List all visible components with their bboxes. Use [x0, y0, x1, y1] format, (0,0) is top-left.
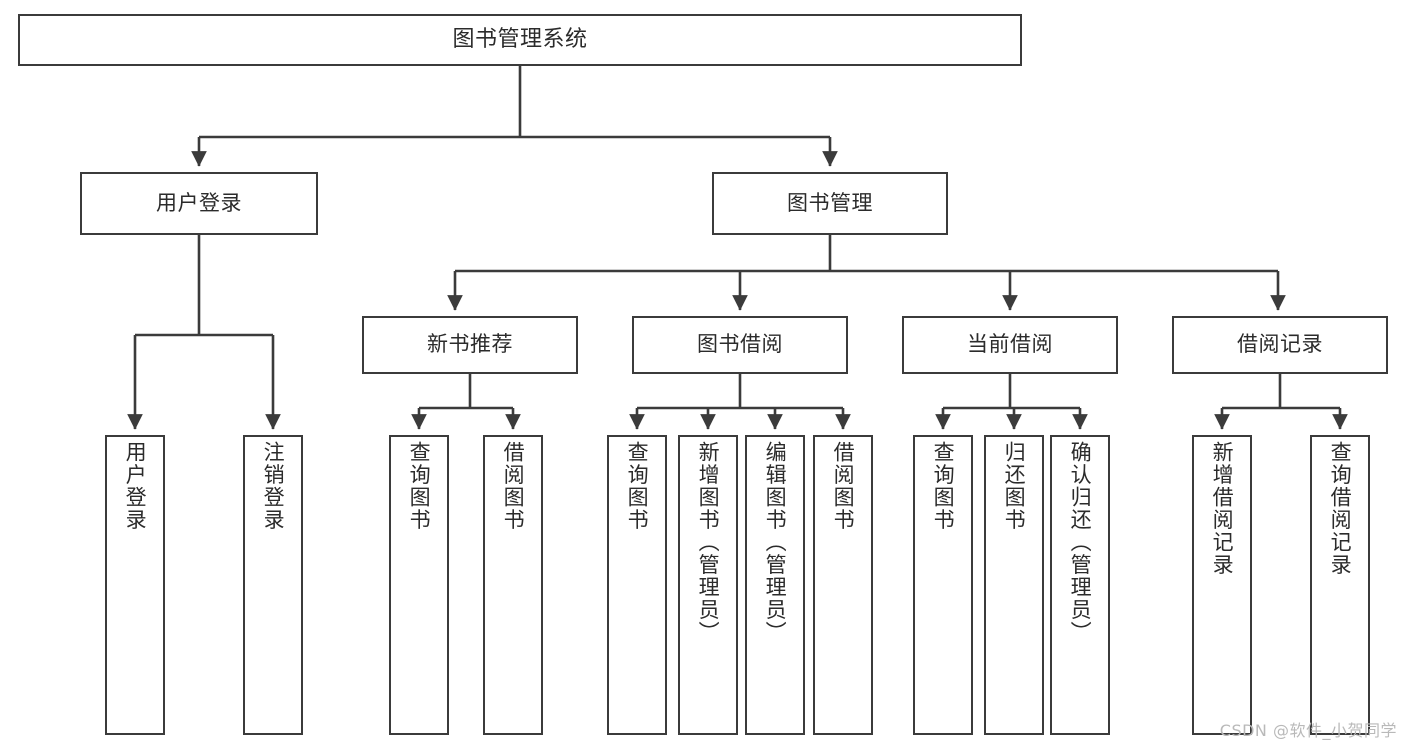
node-current-borrow-label: 当前借阅 — [967, 332, 1053, 357]
node-user-login-label: 用户登录 — [156, 190, 242, 215]
leaf-edit-book-admin[interactable]: 编辑图书（管理员） — [745, 435, 805, 735]
leaf-add-borrow-record-label: 新增借阅记录 — [1210, 441, 1235, 576]
leaf-borrow-book-recommendation-label: 借阅图书 — [501, 441, 526, 531]
leaf-return-book-label: 归还图书 — [1002, 441, 1027, 531]
node-borrow-record-label: 借阅记录 — [1237, 332, 1323, 357]
leaf-confirm-return-admin-label: 确认归还（管理员） — [1068, 441, 1093, 644]
leaf-add-book-admin[interactable]: 新增图书（管理员） — [678, 435, 738, 735]
node-new-book-recommendation-label: 新书推荐 — [427, 332, 513, 357]
node-root-label: 图书管理系统 — [452, 26, 588, 52]
leaf-borrow-book[interactable]: 借阅图书 — [813, 435, 873, 735]
leaf-query-borrow-record-label: 查询借阅记录 — [1328, 441, 1353, 576]
node-new-book-recommendation[interactable]: 新书推荐 — [362, 316, 578, 374]
leaf-query-book-borrow[interactable]: 查询图书 — [607, 435, 667, 735]
node-root[interactable]: 图书管理系统 — [18, 14, 1022, 66]
leaf-query-book-recommendation-label: 查询图书 — [407, 441, 432, 531]
leaf-query-borrow-record[interactable]: 查询借阅记录 — [1310, 435, 1370, 735]
node-user-login[interactable]: 用户登录 — [80, 172, 318, 235]
leaf-borrow-book-label: 借阅图书 — [831, 441, 856, 531]
leaf-edit-book-admin-label: 编辑图书（管理员） — [763, 441, 788, 644]
watermark: CSDN @软件_小贺同学 — [1219, 721, 1397, 740]
leaf-add-book-admin-label: 新增图书（管理员） — [696, 441, 721, 644]
node-book-manage[interactable]: 图书管理 — [712, 172, 948, 235]
leaf-add-borrow-record[interactable]: 新增借阅记录 — [1192, 435, 1252, 735]
leaf-logout-login-label: 注销登录 — [261, 441, 286, 531]
leaf-query-book-current[interactable]: 查询图书 — [913, 435, 973, 735]
leaf-return-book[interactable]: 归还图书 — [984, 435, 1044, 735]
node-book-manage-label: 图书管理 — [787, 190, 873, 215]
leaf-query-book-recommendation[interactable]: 查询图书 — [389, 435, 449, 735]
leaf-borrow-book-recommendation[interactable]: 借阅图书 — [483, 435, 543, 735]
node-book-borrow[interactable]: 图书借阅 — [632, 316, 848, 374]
node-borrow-record[interactable]: 借阅记录 — [1172, 316, 1388, 374]
leaf-confirm-return-admin[interactable]: 确认归还（管理员） — [1050, 435, 1110, 735]
leaf-query-book-borrow-label: 查询图书 — [625, 441, 650, 531]
node-book-borrow-label: 图书借阅 — [697, 332, 783, 357]
node-current-borrow[interactable]: 当前借阅 — [902, 316, 1118, 374]
leaf-query-book-current-label: 查询图书 — [931, 441, 956, 531]
leaf-user-login[interactable]: 用户登录 — [105, 435, 165, 735]
leaf-logout-login[interactable]: 注销登录 — [243, 435, 303, 735]
leaf-user-login-label: 用户登录 — [123, 441, 148, 531]
